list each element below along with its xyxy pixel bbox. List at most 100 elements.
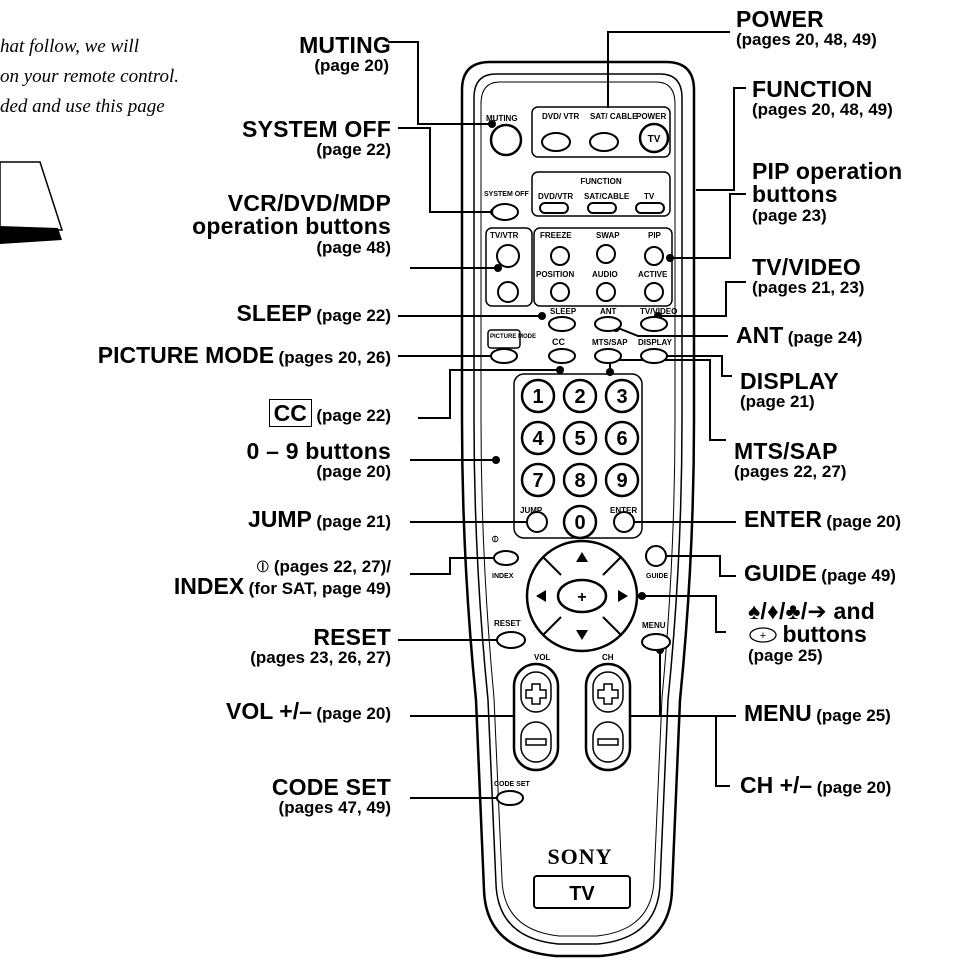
callout-jump: JUMP (page 21)	[248, 506, 391, 532]
muting-key-label: MUTING	[486, 114, 518, 123]
digit-label-5: 5	[574, 428, 585, 450]
half-button[interactable]	[644, 282, 664, 302]
reset-key-label: RESET	[494, 619, 521, 628]
fn-dvd-vtr-label: DVD/VTR	[538, 192, 573, 201]
vol-key-label: VOL	[534, 653, 551, 662]
callout-picture-mode: PICTURE MODE (pages 20, 26)	[97, 342, 391, 368]
tv-video-key-label: TV/VIDEO	[640, 307, 677, 316]
ch-plus-icon	[597, 683, 619, 705]
callout-muting: MUTING (page 20)	[299, 32, 391, 76]
enter-key-label: ENTER	[610, 506, 637, 515]
tv-vtr-key-label: TV/VTR	[490, 231, 519, 240]
tv-video-button[interactable]	[640, 316, 668, 332]
enter-button[interactable]	[613, 511, 635, 533]
select-key-icon: +	[749, 627, 777, 644]
display-button[interactable]	[640, 348, 668, 364]
muting-button[interactable]	[489, 123, 523, 157]
digit-label-1: 1	[532, 386, 543, 408]
top-button-group	[531, 106, 671, 158]
plus-icon: +	[577, 589, 586, 606]
callout-reset: RESET (pages 23, 26, 27)	[250, 624, 391, 668]
digit-button-3[interactable]	[604, 378, 640, 414]
callout-mts-sap: MTS/SAP (pages 22, 27)	[734, 438, 847, 482]
pause-button[interactable]	[497, 281, 519, 303]
jump-button[interactable]	[526, 511, 548, 533]
digit-label-6: 6	[616, 428, 627, 450]
callout-enter: ENTER (page 20)	[744, 506, 902, 532]
audio-key-label: AUDIO	[592, 270, 618, 279]
intro-line-2: on your remote control.	[0, 66, 180, 87]
picture-mode-button[interactable]	[490, 348, 518, 364]
digit-button-5[interactable]	[562, 420, 598, 456]
mode-badge	[533, 875, 631, 909]
digit-button-0[interactable]	[562, 504, 598, 540]
tv-vtr-button[interactable]	[496, 244, 520, 268]
digit-button-6[interactable]	[604, 420, 640, 456]
digit-button-1[interactable]	[520, 378, 556, 414]
position-key-label: POSITION	[536, 270, 574, 279]
index-button[interactable]	[493, 550, 519, 566]
power-key-label: POWER	[636, 112, 666, 121]
pip-key-label: PIP	[648, 231, 662, 240]
callout-index: ⦶ (pages 22, 27)/ INDEX (for SAT, page 4…	[173, 557, 391, 600]
callout-ant: ANT (page 24)	[736, 322, 863, 348]
rewind-button[interactable]	[550, 246, 570, 266]
fn-dvd-vtr-button[interactable]	[539, 202, 569, 214]
play-button[interactable]	[596, 244, 616, 264]
power-tv-text: TV	[648, 134, 661, 145]
digit-button-4[interactable]	[520, 420, 556, 456]
reset-button[interactable]	[496, 631, 526, 649]
fn-sat-cable-button[interactable]	[587, 202, 617, 214]
callout-cc: CC (page 22)	[268, 399, 391, 427]
freeze-key-label: FREEZE	[540, 231, 572, 240]
digit-label-2: 2	[574, 386, 585, 408]
up-arrow-icon[interactable]	[576, 552, 588, 562]
code-set-button[interactable]	[496, 790, 524, 806]
fn-sat-cable-label: SAT/CABLE	[584, 192, 630, 201]
vcr-group	[485, 227, 533, 307]
digit-button-8[interactable]	[562, 462, 598, 498]
function-group	[531, 171, 671, 217]
cc-button[interactable]	[548, 348, 576, 364]
mts-sap-button[interactable]	[594, 348, 622, 364]
left-arrow-icon[interactable]	[536, 590, 546, 602]
callout-function: FUNCTION (pages 20, 48, 49)	[752, 76, 893, 120]
callout-display: DISPLAY (page 21)	[740, 368, 839, 412]
callout-tv-video: TV/VIDEO (pages 21, 23)	[752, 254, 865, 298]
ant-button[interactable]	[594, 316, 622, 332]
callout-pip: PIP operation buttons (page 23)	[752, 158, 903, 225]
brand-logo: SONY	[547, 844, 612, 869]
callout-ch: CH +/– (page 20)	[740, 772, 892, 798]
digit-button-9[interactable]	[604, 462, 640, 498]
fn-tv-button[interactable]	[635, 202, 665, 214]
index-key-label: INDEX	[492, 573, 514, 580]
digit-button-2[interactable]	[562, 378, 598, 414]
record-button[interactable]	[550, 282, 570, 302]
ant-key-label: ANT	[600, 307, 617, 316]
down-arrow-icon[interactable]	[576, 630, 588, 640]
system-off-button[interactable]	[491, 203, 519, 221]
menu-button[interactable]	[641, 633, 671, 651]
dvd-vtr-key-label: DVD/ VTR	[542, 112, 580, 121]
stop-button[interactable]	[596, 282, 616, 302]
ch-key-label: CH	[602, 653, 614, 662]
sat-cable-button[interactable]	[589, 132, 619, 152]
digit-button-7[interactable]	[520, 462, 556, 498]
digit-label-8: 8	[574, 470, 585, 492]
digit-label-4: 4	[532, 428, 544, 450]
callout-power: POWER (pages 20, 48, 49)	[736, 6, 877, 50]
power-button[interactable]	[638, 122, 670, 154]
dvd-vtr-button[interactable]	[541, 132, 571, 152]
mts-sap-key-label: MTS/SAP	[592, 338, 628, 347]
guide-button[interactable]	[645, 545, 667, 567]
svg-text:⦶: ⦶	[491, 534, 499, 544]
digit-label-3: 3	[616, 386, 627, 408]
digit-label-9: 9	[616, 470, 627, 492]
right-arrow-icon[interactable]	[618, 590, 628, 602]
fast-forward-button[interactable]	[644, 246, 664, 266]
select-button[interactable]	[556, 578, 608, 614]
sleep-button[interactable]	[548, 316, 576, 332]
active-key-label: ACTIVE	[638, 270, 668, 279]
